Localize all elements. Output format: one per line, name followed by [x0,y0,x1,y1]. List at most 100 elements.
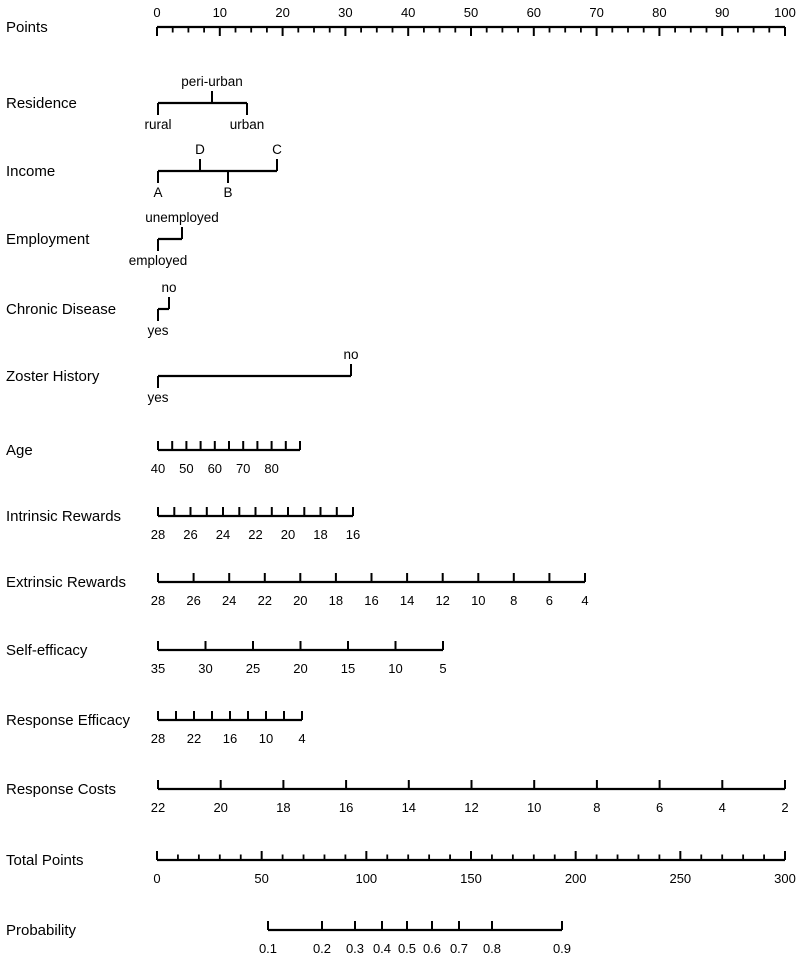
tick-label-self-efficacy: 5 [439,661,446,676]
tick-label-intrinsic-rewards: 22 [248,527,262,542]
row-label-zoster-history: Zoster History [6,368,100,385]
row-label-response-efficacy: Response Efficacy [6,712,130,729]
tick-label-intrinsic-rewards: 28 [151,527,165,542]
tick-label-age: 50 [179,461,193,476]
tick-label-response-efficacy: 10 [259,731,273,746]
tick-label-self-efficacy: 15 [341,661,355,676]
tick-label-response-costs: 18 [276,800,290,815]
tick-label-probability: 0.1 [259,941,277,956]
tick-label-response-costs: 8 [593,800,600,815]
tick-label-intrinsic-rewards: 26 [183,527,197,542]
tick-label-response-costs: 14 [402,800,416,815]
tick-label-response-costs: 4 [719,800,726,815]
tick-label-response-efficacy: 16 [223,731,237,746]
tick-label-total-points: 100 [355,871,377,886]
tick-label-total-points: 150 [460,871,482,886]
row-label-points: Points [6,19,48,36]
tick-label-response-costs: 12 [464,800,478,815]
tick-label-extrinsic-rewards: 18 [329,593,343,608]
nomogram-row-self-efficacy: Self-efficacy 35 30 25 20 15 10 5 [6,641,447,676]
category-label-chronic-disease-no: no [161,280,176,295]
tick-label-total-points: 50 [254,871,268,886]
tick-label-probability: 0.3 [346,941,364,956]
tick-label-points: 70 [589,5,603,20]
tick-label-age: 80 [264,461,278,476]
row-label-self-efficacy: Self-efficacy [6,642,88,659]
tick-label-self-efficacy: 25 [246,661,260,676]
row-label-probability: Probability [6,922,77,939]
tick-label-extrinsic-rewards: 14 [400,593,414,608]
row-label-extrinsic-rewards: Extrinsic Rewards [6,574,126,591]
tick-label-response-costs: 16 [339,800,353,815]
category-label-income-B: B [223,185,232,200]
tick-label-intrinsic-rewards: 24 [216,527,230,542]
tick-label-extrinsic-rewards: 20 [293,593,307,608]
tick-label-total-points: 300 [774,871,796,886]
tick-label-points: 50 [464,5,478,20]
tick-label-extrinsic-rewards: 4 [581,593,588,608]
category-label-employment-employed: employed [129,253,188,268]
tick-label-extrinsic-rewards: 16 [364,593,378,608]
tick-label-extrinsic-rewards: 6 [546,593,553,608]
category-label-income-D: D [195,142,205,157]
tick-label-total-points: 0 [153,871,160,886]
tick-label-response-costs: 20 [213,800,227,815]
tick-label-response-efficacy: 28 [151,731,165,746]
tick-label-intrinsic-rewards: 18 [313,527,327,542]
tick-label-extrinsic-rewards: 10 [471,593,485,608]
tick-label-intrinsic-rewards: 20 [281,527,295,542]
row-label-response-costs: Response Costs [6,781,116,798]
category-label-income-C: C [272,142,282,157]
tick-label-response-costs: 2 [781,800,788,815]
tick-label-points: 80 [652,5,666,20]
tick-label-response-efficacy: 4 [298,731,305,746]
tick-label-response-costs: 10 [527,800,541,815]
tick-label-response-costs: 22 [151,800,165,815]
tick-label-probability: 0.2 [313,941,331,956]
tick-label-self-efficacy: 10 [388,661,402,676]
row-label-residence: Residence [6,95,77,112]
tick-label-extrinsic-rewards: 8 [510,593,517,608]
tick-label-age: 70 [236,461,250,476]
tick-label-points: 100 [774,5,796,20]
tick-label-extrinsic-rewards: 26 [186,593,200,608]
tick-label-total-points: 200 [565,871,587,886]
row-label-age: Age [6,442,33,459]
tick-label-points: 30 [338,5,352,20]
tick-label-extrinsic-rewards: 22 [258,593,272,608]
tick-label-probability: 0.4 [373,941,391,956]
tick-label-probability: 0.7 [450,941,468,956]
tick-label-self-efficacy: 20 [293,661,307,676]
tick-label-intrinsic-rewards: 16 [346,527,360,542]
tick-label-extrinsic-rewards: 28 [151,593,165,608]
category-label-residence-rural: rural [144,117,171,132]
tick-label-points: 10 [213,5,227,20]
tick-label-probability: 0.9 [553,941,571,956]
tick-label-probability: 0.6 [423,941,441,956]
tick-label-extrinsic-rewards: 24 [222,593,236,608]
tick-label-age: 60 [208,461,222,476]
tick-label-self-efficacy: 30 [198,661,212,676]
tick-label-probability: 0.8 [483,941,501,956]
tick-label-self-efficacy: 35 [151,661,165,676]
tick-label-points: 20 [275,5,289,20]
category-label-residence-urban: urban [230,117,265,132]
category-label-employment-unemployed: unemployed [145,210,219,225]
row-label-chronic-disease: Chronic Disease [6,301,116,318]
row-label-total-points: Total Points [6,852,84,869]
